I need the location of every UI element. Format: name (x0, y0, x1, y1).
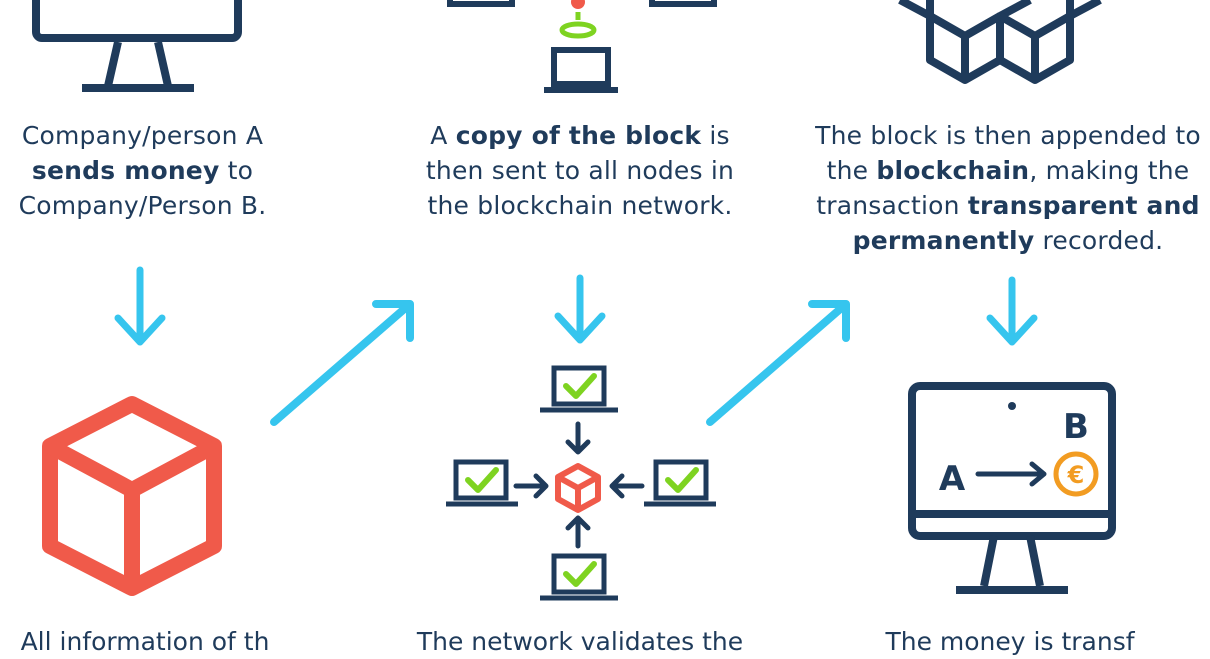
step3-line4-bold: permanently (852, 226, 1035, 255)
step2-line1-pre: A (430, 121, 456, 150)
step2-line1-post: is (701, 121, 730, 150)
step1-line3: Company/Person B. (18, 191, 267, 220)
step2-line1-bold: copy of the block (455, 121, 702, 150)
step3-line1: The block is then appended to (815, 121, 1201, 150)
step1-line1: Company/person A (21, 121, 264, 150)
step3-line2-post: , making the (1029, 156, 1190, 185)
step6-caption: The money is transf (885, 627, 1135, 656)
desktop-monitor-icon (32, 0, 242, 92)
step2-caption: A copy of the block is then sent to all … (395, 118, 765, 223)
block-cube-icon (42, 396, 222, 596)
receiver-label: B (1063, 407, 1089, 447)
arrow-down-icon (554, 274, 606, 344)
step2-line2: then sent to all nodes in (425, 156, 735, 185)
step3-line2-bold: blockchain (876, 156, 1030, 185)
step3-line3-bold: transparent and (967, 191, 1200, 220)
currency-symbol: € (1067, 461, 1085, 489)
step4-caption: All information of th (20, 627, 270, 656)
arrow-down-icon (986, 276, 1038, 346)
step1-line2-rest: to (219, 156, 254, 185)
blockchain-cubes-icon (898, 0, 1102, 84)
arrow-down-icon (114, 266, 166, 346)
step2-line3: the blockchain network. (427, 191, 733, 220)
network-laptops-icon (447, 0, 717, 93)
step1-caption: Company/person A sends money to Company/… (0, 118, 285, 223)
step3-line2-pre: the (826, 156, 877, 185)
diagram-canvas: A B € (32, 0, 1116, 601)
step3-line3-pre: transaction (816, 191, 968, 220)
arrow-diagonal-icon (270, 300, 414, 426)
coin-icon (1053, 451, 1099, 497)
step3-line4-post: recorded. (1034, 226, 1164, 255)
step5-caption: The network validates the (416, 627, 744, 656)
sender-label: A (939, 459, 966, 499)
validation-network-icon (446, 365, 716, 601)
transfer-monitor-icon: A B € (908, 382, 1116, 594)
step1-line2-bold: sends money (31, 156, 220, 185)
step3-caption: The block is then appended to the blockc… (808, 118, 1208, 258)
arrow-diagonal-icon (706, 300, 850, 426)
